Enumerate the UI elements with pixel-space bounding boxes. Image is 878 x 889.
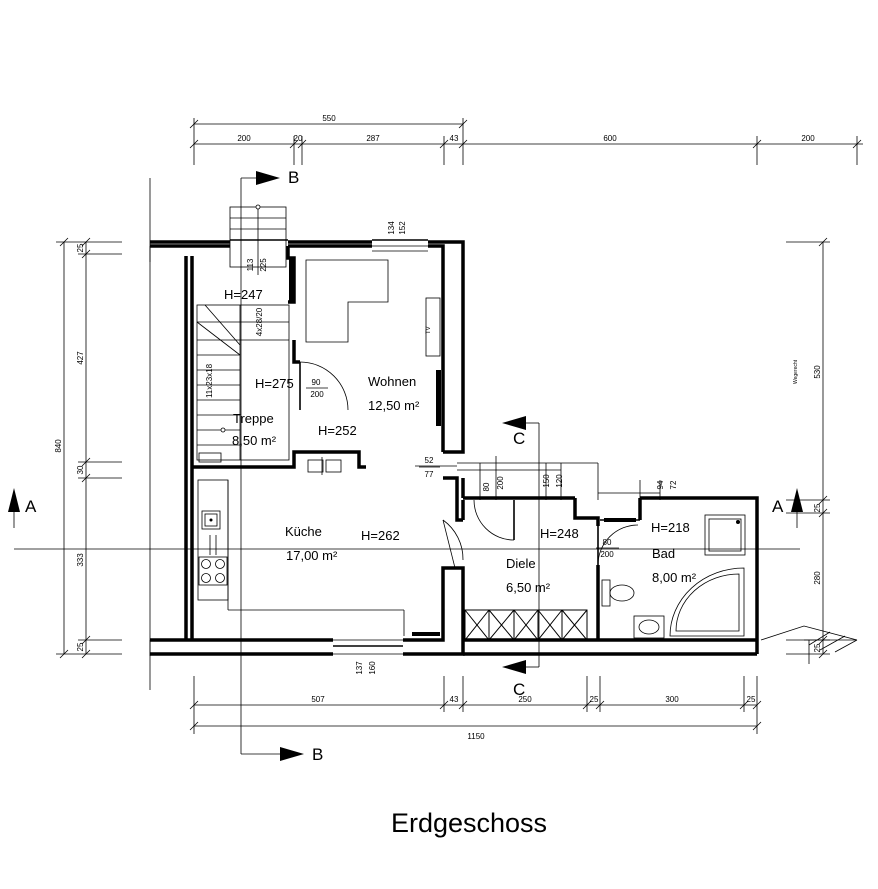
svg-text:113: 113: [246, 258, 255, 271]
svg-text:80: 80: [603, 538, 612, 547]
room-area-treppe: 8,50 m²: [232, 433, 277, 448]
svg-text:C: C: [513, 429, 525, 448]
furniture: TV: [149, 178, 858, 690]
svg-text:TV: TV: [426, 326, 432, 334]
dim-bottom-5: 300: [665, 695, 679, 704]
room-area-bad: 8,00 m²: [652, 570, 697, 585]
dim-bottom-total: 1150: [467, 732, 485, 741]
dim-left-total: 840: [54, 439, 63, 453]
svg-text:94: 94: [656, 480, 665, 489]
dim-right-4: 25: [813, 643, 822, 652]
cupboards: [464, 609, 588, 641]
dim-top-total: 550: [322, 114, 336, 123]
svg-text:134: 134: [387, 221, 396, 235]
height-diele: H=248: [540, 526, 579, 541]
section-marker-a-left: A: [8, 488, 37, 528]
dim-top-2: 20: [294, 134, 303, 143]
door-frames: [415, 456, 661, 500]
svg-text:152: 152: [398, 221, 407, 235]
stove-icon: [198, 556, 228, 586]
wegerecht-label: Wegerecht: [793, 359, 799, 384]
section-marker-c-top: C: [502, 416, 526, 448]
dim-left-1: 25: [76, 243, 85, 252]
top-dimensions: 550 200 20 287 43 600 200: [189, 114, 863, 165]
height-treppe-top: H=247: [224, 287, 263, 302]
dim-right-3: 280: [813, 571, 822, 585]
stairs: [196, 204, 290, 463]
svg-text:77: 77: [425, 470, 434, 479]
left-dimensions: 840 25 427 30 333 25: [54, 237, 122, 659]
dim-right-1: 530: [813, 365, 822, 379]
svg-text:52: 52: [425, 456, 434, 465]
svg-text:150: 150: [542, 474, 551, 488]
right-dimensions: 530 25 280 25 Wegerecht: [786, 237, 830, 659]
doors: [299, 361, 639, 569]
height-treppe-door: H=275: [255, 376, 294, 391]
shower-icon: [704, 514, 746, 556]
dim-top-5: 600: [603, 134, 617, 143]
room-area-kueche: 17,00 m²: [286, 548, 338, 563]
plan-title: Erdgeschoss: [391, 808, 547, 838]
svg-text:160: 160: [368, 661, 377, 675]
svg-text:80: 80: [482, 482, 491, 491]
bottom-dimensions: 507 43 250 25 300 25 1150: [189, 676, 762, 741]
dim-left-5: 25: [76, 642, 85, 651]
sink-icon: [201, 510, 221, 530]
svg-text:4x28/20: 4x28/20: [255, 307, 264, 336]
dim-top-6: 200: [801, 134, 815, 143]
room-name-bad: Bad: [652, 546, 675, 561]
section-marker-b-top: B: [256, 168, 299, 187]
opening-labels: 134 152 113 225 4x28/20 11x23x18 90 200 …: [205, 221, 678, 675]
walls: [150, 240, 759, 656]
svg-text:B: B: [288, 168, 299, 187]
toilet-icon: [601, 579, 635, 607]
terrain: [760, 625, 858, 664]
room-name-kueche: Küche: [285, 524, 322, 539]
svg-text:137: 137: [355, 661, 364, 675]
room-area-diele: 6,50 m²: [506, 580, 551, 595]
svg-text:B: B: [312, 745, 323, 764]
dim-bottom-1: 507: [311, 695, 325, 704]
svg-text:225: 225: [259, 258, 268, 272]
dim-top-3: 287: [366, 134, 380, 143]
dim-top-4: 43: [450, 134, 459, 143]
svg-text:C: C: [513, 680, 525, 699]
dim-bottom-6: 25: [747, 695, 756, 704]
height-bad: H=218: [651, 520, 690, 535]
room-area-wohnen: 12,50 m²: [368, 398, 420, 413]
dim-bottom-3: 250: [518, 695, 532, 704]
section-marker-b-bottom: B: [280, 745, 323, 764]
svg-text:A: A: [772, 497, 784, 516]
svg-text:120: 120: [555, 474, 564, 488]
room-name-treppe: Treppe: [233, 411, 274, 426]
height-kueche: H=262: [361, 528, 400, 543]
section-marker-a-right: A: [772, 488, 803, 528]
dim-top-1: 200: [237, 134, 251, 143]
svg-text:200: 200: [496, 476, 505, 490]
bathtub-icon: [669, 567, 745, 637]
dim-bottom-4: 25: [590, 695, 599, 704]
room-name-diele: Diele: [506, 556, 536, 571]
dim-left-4: 333: [76, 553, 85, 567]
section-marker-c-bottom: C: [502, 660, 526, 699]
section-lines: [14, 177, 800, 755]
svg-text:90: 90: [312, 378, 321, 387]
dim-left-2: 427: [76, 351, 85, 365]
svg-text:11x23x18: 11x23x18: [205, 363, 214, 398]
dim-left-3: 30: [76, 465, 85, 474]
svg-text:72: 72: [669, 480, 678, 489]
washbasin-icon: [633, 615, 665, 639]
svg-text:200: 200: [600, 550, 614, 559]
room-labels: H=247 H=275 H=252 H=262 H=248 H=218 Wohn…: [224, 287, 697, 595]
room-name-wohnen: Wohnen: [368, 374, 416, 389]
dim-bottom-2: 43: [450, 695, 459, 704]
height-wohnen: H=252: [318, 423, 357, 438]
svg-text:A: A: [25, 497, 37, 516]
dim-right-2: 25: [813, 503, 822, 512]
svg-text:200: 200: [310, 390, 324, 399]
